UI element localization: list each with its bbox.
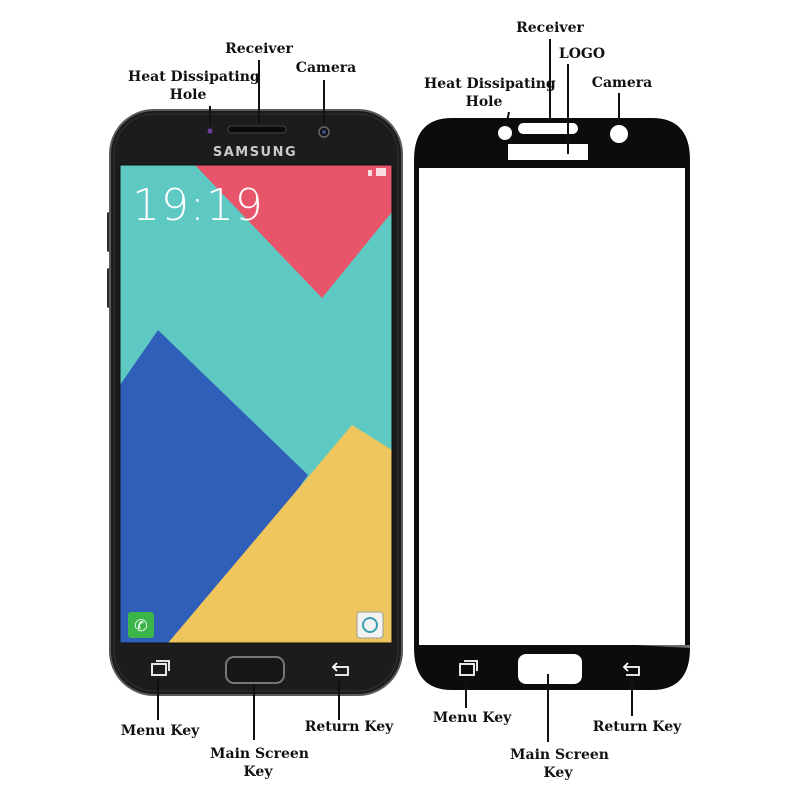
protector-home-key-cutout xyxy=(518,654,582,684)
menu-key-icon[interactable] xyxy=(151,660,170,676)
left-label-heat-hole: Heat Dissipating Hole xyxy=(128,68,260,104)
left-label-main-key: Main Screen Key xyxy=(210,745,309,781)
return-key-icon[interactable] xyxy=(331,662,349,676)
wallpaper-blue xyxy=(120,330,308,643)
leader-lines xyxy=(157,39,633,742)
left-label-menu-key: Menu Key xyxy=(120,723,200,739)
left-label-return-key: Return Key xyxy=(304,719,394,735)
camera-lens-glyph xyxy=(362,617,378,633)
wallpaper-yellow xyxy=(168,425,392,643)
screen-frame xyxy=(119,164,393,644)
right-label-heat-hole-line1: Heat Dissipating xyxy=(424,76,556,92)
left-label-main-key-line2: Key xyxy=(243,764,273,780)
protector-receiver-cutout xyxy=(518,123,578,134)
right-label-main-key-line2: Key xyxy=(543,765,573,781)
wallpaper xyxy=(120,165,392,643)
left-label-camera: Camera xyxy=(295,60,357,76)
phone-brand-text: SAMSUNG xyxy=(212,145,298,160)
protector-logo-cutout xyxy=(508,144,588,160)
front-camera-lens xyxy=(322,130,326,134)
protector-return-key-icon xyxy=(622,662,640,676)
signal-icon xyxy=(368,170,372,176)
wallpaper-pink xyxy=(195,165,392,298)
home-key[interactable] xyxy=(225,656,285,684)
left-label-receiver: Receiver xyxy=(225,41,293,57)
protector-heat-hole xyxy=(498,126,512,140)
left-label-heat-hole-line2: Hole xyxy=(169,87,207,103)
right-label-heat-hole: Heat Dissipating Hole xyxy=(424,75,556,111)
right-label-camera: Camera xyxy=(591,75,653,91)
battery-icon xyxy=(376,168,386,176)
heat-dissipating-hole xyxy=(207,128,213,134)
phone-bezel-highlight xyxy=(113,113,399,692)
protector-bottom-gray xyxy=(634,645,690,648)
camera-app-icon[interactable] xyxy=(356,611,384,639)
phone-handset-glyph: ✆ xyxy=(134,616,147,635)
receiver-slot xyxy=(227,125,287,134)
right-label-main-key: Main Screen Key xyxy=(510,746,609,782)
protector-frame xyxy=(414,118,690,690)
right-label-logo: LOGO xyxy=(558,46,606,62)
lockscreen-clock: 19:19 xyxy=(132,180,264,231)
right-label-return-key: Return Key xyxy=(592,719,682,735)
left-phone: ✆ xyxy=(107,109,403,696)
right-label-receiver: Receiver xyxy=(516,20,584,36)
right-label-menu-key: Menu Key xyxy=(432,710,512,726)
left-label-heat-hole-line1: Heat Dissipating xyxy=(128,69,260,85)
right-protector xyxy=(414,118,690,690)
protector-camera-hole xyxy=(610,125,628,143)
protector-menu-key-icon xyxy=(459,660,478,676)
right-label-main-key-line1: Main Screen xyxy=(510,747,609,763)
phone-app-icon[interactable] xyxy=(128,612,154,638)
right-label-heat-hole-line2: Hole xyxy=(465,94,503,110)
left-label-main-key-line1: Main Screen xyxy=(210,746,309,762)
